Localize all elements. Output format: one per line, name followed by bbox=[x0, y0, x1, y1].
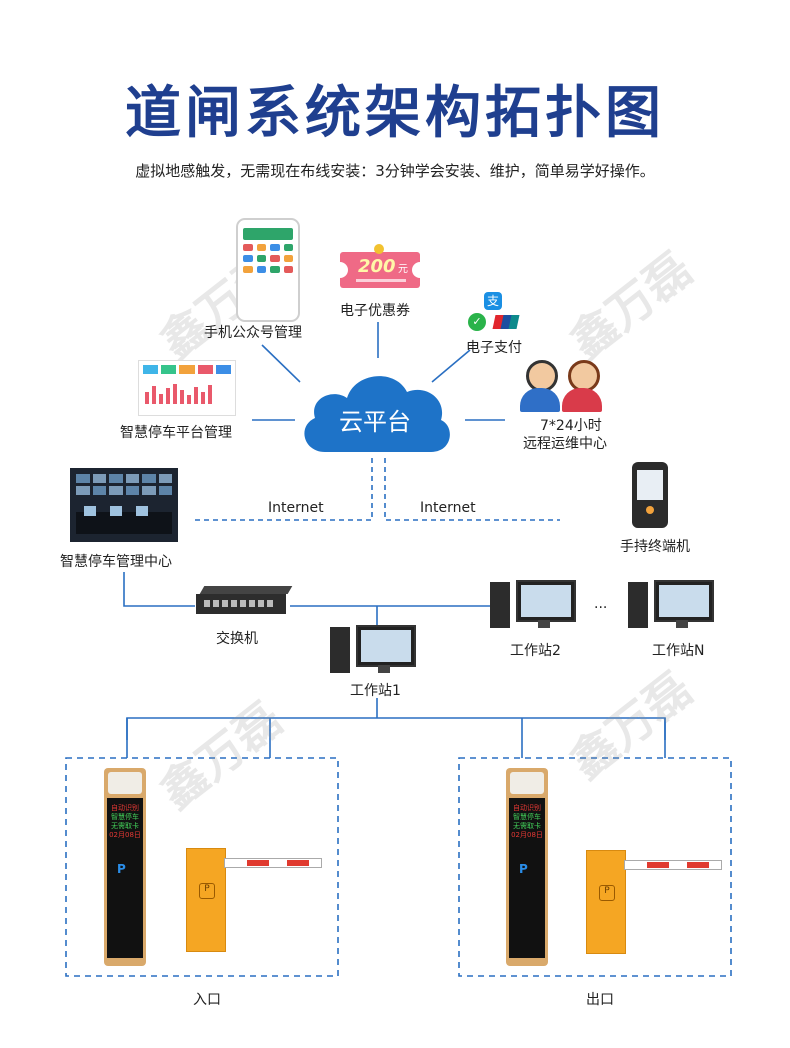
network-switch-icon bbox=[196, 586, 293, 616]
platform-dashboard-icon bbox=[138, 360, 236, 416]
alipay-icon: 支 bbox=[484, 292, 502, 310]
exit-label: 出口 bbox=[586, 992, 614, 1008]
entrance-barrier-arm bbox=[224, 858, 322, 868]
workstation-n-label: 工作站N bbox=[652, 643, 705, 659]
display-line: 自动识别 bbox=[513, 804, 541, 812]
unionpay-icon bbox=[492, 315, 520, 329]
coin-icon bbox=[374, 244, 384, 254]
phone-icon bbox=[236, 218, 300, 322]
page-title: 道闸系统架构拓扑图 bbox=[125, 81, 665, 146]
ellipsis: ... bbox=[594, 596, 608, 612]
support-label-line1: 7*24小时 bbox=[540, 418, 602, 434]
support-agents-icon bbox=[520, 358, 610, 414]
exit-barrier-gate: P bbox=[586, 850, 626, 954]
workstation-2-icon bbox=[490, 580, 576, 630]
mobile-label: 手机公众号管理 bbox=[204, 325, 302, 341]
display-line: 智慧停车 bbox=[111, 813, 139, 821]
center-label: 智慧停车管理中心 bbox=[60, 554, 172, 570]
cloud-platform-icon: 云平台 bbox=[295, 362, 455, 458]
coupon-amount: 200 bbox=[358, 256, 396, 277]
display-line: 02月08日 bbox=[109, 831, 141, 839]
page-subtitle: 虚拟地感触发，无需现在布线安装：3分钟学会安装、维护，简单易学好操作。 bbox=[135, 162, 655, 180]
cloud-label: 云平台 bbox=[339, 408, 411, 436]
entrance-label: 入口 bbox=[193, 992, 221, 1008]
workstation-n-icon bbox=[628, 580, 714, 630]
workstation-1-label: 工作站1 bbox=[350, 683, 401, 699]
support-label-line2: 远程运维中心 bbox=[523, 436, 607, 452]
handheld-label: 手持终端机 bbox=[620, 539, 690, 555]
display-line: 02月08日 bbox=[511, 831, 543, 839]
display-line: 无需取卡 bbox=[111, 822, 139, 830]
switch-label: 交换机 bbox=[216, 631, 258, 647]
handheld-terminal-icon bbox=[632, 462, 668, 528]
coupon-icon: 200 元 bbox=[340, 252, 420, 288]
workstation-2-label: 工作站2 bbox=[510, 643, 561, 659]
exit-barrier-arm bbox=[624, 860, 722, 870]
payment-label: 电子支付 bbox=[466, 340, 522, 356]
display-line: 智慧停车 bbox=[513, 813, 541, 821]
display-line: 无需取卡 bbox=[513, 822, 541, 830]
platform-label: 智慧停车平台管理 bbox=[120, 425, 232, 441]
display-line: 自动识别 bbox=[111, 804, 139, 812]
wechat-pay-icon: ✓ bbox=[468, 313, 486, 331]
parking-p-icon: P bbox=[117, 862, 126, 876]
entrance-barrier-gate: P bbox=[186, 848, 226, 952]
coupon-unit: 元 bbox=[398, 264, 408, 275]
coupon-label: 电子优惠券 bbox=[340, 303, 410, 319]
parking-p-icon: P bbox=[519, 862, 528, 876]
internet-label-left: Internet bbox=[268, 500, 324, 516]
control-room-image bbox=[70, 468, 178, 542]
workstation-1-icon bbox=[330, 625, 416, 675]
entrance-camera-post: 自动识别 智慧停车 无需取卡 02月08日 P bbox=[104, 768, 146, 966]
internet-label-right: Internet bbox=[420, 500, 476, 516]
exit-camera-post: 自动识别 智慧停车 无需取卡 02月08日 P bbox=[506, 768, 548, 966]
